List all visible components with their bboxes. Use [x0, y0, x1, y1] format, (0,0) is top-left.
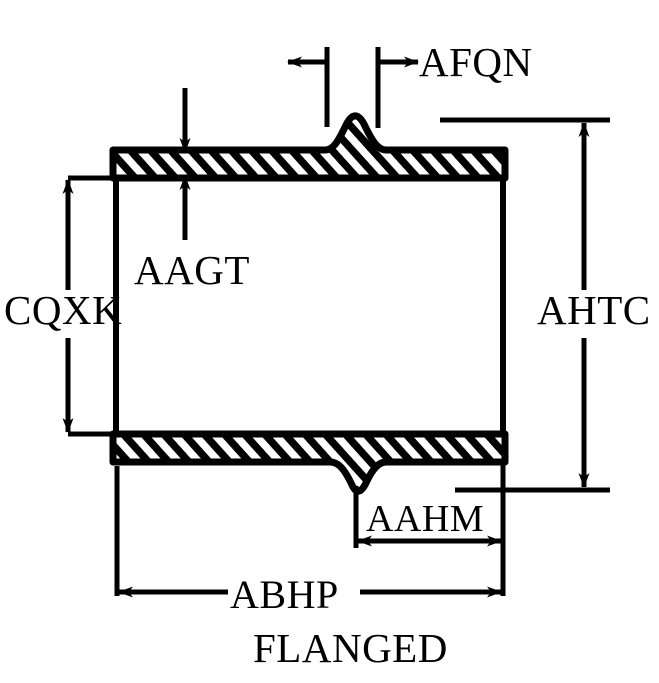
dimension-label-aagt: AAGT [134, 247, 250, 293]
top-wall-outline [109, 112, 509, 182]
dimension-cqxk [62, 175, 116, 437]
part-cross-section [109, 112, 509, 495]
dimension-abhp [114, 466, 506, 598]
dimension-label-abhp: ABHP [230, 572, 339, 617]
dimension-label-cqxk: CQXK [4, 287, 123, 333]
dimension-ahtc [440, 117, 610, 493]
bottom-wall-section [109, 430, 509, 495]
dimension-label-afqn: AFQN [419, 39, 533, 85]
bottom-wall-outline [109, 430, 509, 495]
dimension-label-ahtc: AHTC [537, 287, 651, 333]
top-wall-section [109, 112, 509, 182]
dimension-aahm [353, 462, 506, 548]
drawing-title: FLANGED [253, 625, 448, 671]
dimension-afqn [287, 47, 419, 128]
dimension-label-aahm: AAHM [366, 498, 485, 540]
